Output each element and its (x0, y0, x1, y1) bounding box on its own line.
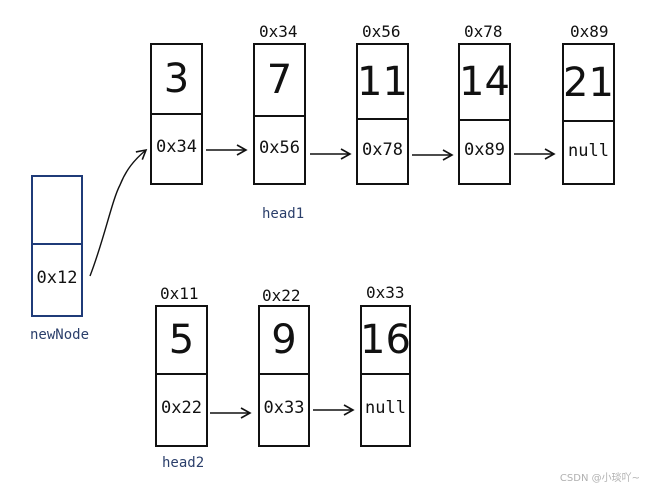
head1-label: head1 (262, 206, 305, 222)
node-next-pointer: 0x12 (36, 268, 78, 288)
node-next-pointer: 0x78 (362, 139, 403, 160)
node-value: 16 (360, 307, 411, 375)
head2-label: head2 (162, 455, 205, 471)
node-next-pointer: null (568, 140, 609, 161)
node-value: 5 (157, 307, 206, 375)
list2-addr-0: 0x11 (160, 284, 199, 303)
list1-node-21: 21 null (562, 43, 615, 185)
new-node: 0x12 (31, 175, 83, 317)
list1-node-14: 14 0x89 (458, 43, 511, 185)
node-value: 3 (152, 45, 201, 115)
node-value: 21 (563, 45, 614, 122)
node-next-pointer: null (365, 398, 406, 418)
node-next-pointer: 0x34 (156, 137, 197, 157)
list1-addr-1: 0x34 (259, 22, 298, 41)
node-next-pointer: 0x89 (464, 140, 505, 160)
list1-node-3: 3 0x34 (150, 43, 203, 185)
node-next-pointer: 0x22 (161, 398, 202, 418)
newnode-label: newNode (30, 327, 90, 343)
list2-addr-1: 0x22 (262, 286, 301, 305)
list1-node-11: 11 0x78 (356, 43, 409, 185)
node-value (33, 177, 81, 245)
list1-node-7: 7 0x56 (253, 43, 306, 185)
watermark: CSDN @小琰吖~ (559, 473, 640, 484)
list2-node-9: 9 0x33 (258, 305, 310, 447)
node-value: 14 (459, 45, 510, 121)
list1-addr-4: 0x89 (570, 22, 609, 41)
node-value: 11 (357, 45, 408, 120)
list1-addr-2: 0x56 (362, 22, 401, 41)
list2-node-16: 16 null (360, 305, 411, 447)
list1-addr-3: 0x78 (464, 22, 503, 41)
node-next-pointer: 0x56 (259, 138, 300, 158)
node-value: 9 (260, 307, 308, 375)
node-value: 7 (255, 45, 304, 117)
node-next-pointer: 0x33 (263, 398, 305, 418)
list2-node-5: 5 0x22 (155, 305, 208, 447)
arrow-newnode-to-3 (89, 148, 148, 277)
list2-addr-2: 0x33 (366, 283, 405, 302)
